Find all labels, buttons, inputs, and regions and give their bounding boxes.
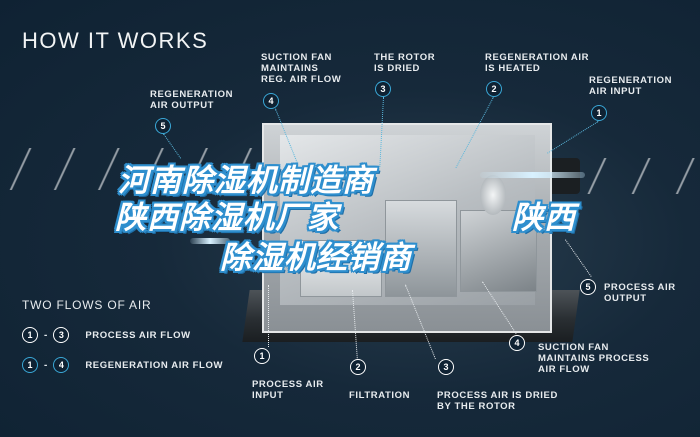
watermark-line-1: 河南除湿机制造商 [118,163,374,199]
label-regeneration-input: REGENERATION AIR INPUT [589,75,672,97]
label-line: AIR FLOW [538,364,590,375]
legend-dash: - [44,359,48,371]
label-line: AIR OUTPUT [150,100,215,111]
legend-label-process-air-flow: PROCESS AIR FLOW [85,329,191,341]
regeneration-airflow-stream [480,172,585,178]
filter-compartment [300,240,382,297]
label-line: MAINTAINS [261,63,319,74]
leader-line-5-bottom [565,239,592,277]
legend-row-regeneration: 1 - 4 REGENERATION AIR FLOW [22,357,223,373]
step-badge-4-top: 4 [263,93,279,109]
label-suction-fan-process: SUCTION FAN MAINTAINS PROCESS AIR FLOW [538,342,649,375]
step-badge-4-bottom: 4 [509,335,525,351]
leader-line-1-bottom [268,285,269,347]
watermark-line-3: 除湿机经销商 [220,240,412,276]
label-line: OUTPUT [604,293,647,304]
label-line: THE ROTOR [374,52,436,63]
step-badge-1-top: 1 [591,105,607,121]
legend-badge-from: 1 [22,327,38,343]
label-rotor-dried: THE ROTOR IS DRIED [374,52,435,74]
step-badge-2-bottom: 2 [350,359,366,375]
rotor-housing [385,200,457,297]
step-badge-2-top: 2 [486,81,502,97]
label-line: REGENERATION [150,89,234,100]
step-badge-5-bottom: 5 [580,279,596,295]
label-regeneration-air-output: REGENERATION AIR OUTPUT [150,89,233,111]
step-badge-3-bottom: 3 [438,359,454,375]
page-title: HOW IT WORKS [22,28,209,53]
legend-badge-to: 3 [53,327,70,343]
label-line: SUCTION FAN [538,342,609,353]
legend-label-regeneration-air-flow: REGENERATION AIR FLOW [85,359,224,371]
label-line: SUCTION FAN [261,52,332,63]
legend-badge-to: 4 [53,357,70,373]
label-line: REG. AIR FLOW [261,74,342,85]
process-airflow-stream [190,238,230,244]
legend-badge-from: 1 [22,357,38,373]
label-line: IS DRIED [374,63,420,74]
regeneration-duct-left [0,148,270,190]
leader-line-1-top [547,121,599,154]
watermark-line-2b: 陕西 [512,200,576,236]
step-badge-5-top: 5 [155,118,171,134]
regeneration-duct-right [575,158,700,194]
label-process-air-dried: PROCESS AIR IS DRIED BY THE ROTOR [437,390,558,412]
label-line: AIR INPUT [589,86,642,97]
label-line: MAINTAINS PROCESS [538,353,650,364]
label-line: PROCESS AIR [252,379,324,390]
label-line: FILTRATION [349,390,411,401]
label-line: REGENERATION [589,75,673,86]
step-badge-3-top: 3 [375,81,391,97]
legend-title: TWO FLOWS OF AIR [22,298,152,312]
label-line: PROCESS AIR IS DRIED [437,390,558,401]
label-line: BY THE ROTOR [437,401,516,412]
label-filtration: FILTRATION [349,390,410,401]
rotor-disc [480,175,506,215]
watermark-line-2a: 陕西除湿机厂家 [115,200,339,236]
label-process-air-output: PROCESS AIR OUTPUT [604,282,676,304]
label-line: INPUT [252,390,284,401]
step-badge-1-bottom: 1 [254,348,270,364]
legend-row-process: 1 - 3 PROCESS AIR FLOW [22,327,191,343]
label-line: PROCESS AIR [604,282,676,293]
label-line: REGENERATION AIR [485,52,590,63]
label-process-air-input: PROCESS AIR INPUT [252,379,324,401]
suction-fan-housing [460,210,537,292]
label-suction-fan-reg: SUCTION FAN MAINTAINS REG. AIR FLOW [261,52,341,85]
label-regeneration-heated: REGENERATION AIR IS HEATED [485,52,589,74]
legend-dash: - [44,329,48,341]
label-line: IS HEATED [485,63,541,74]
